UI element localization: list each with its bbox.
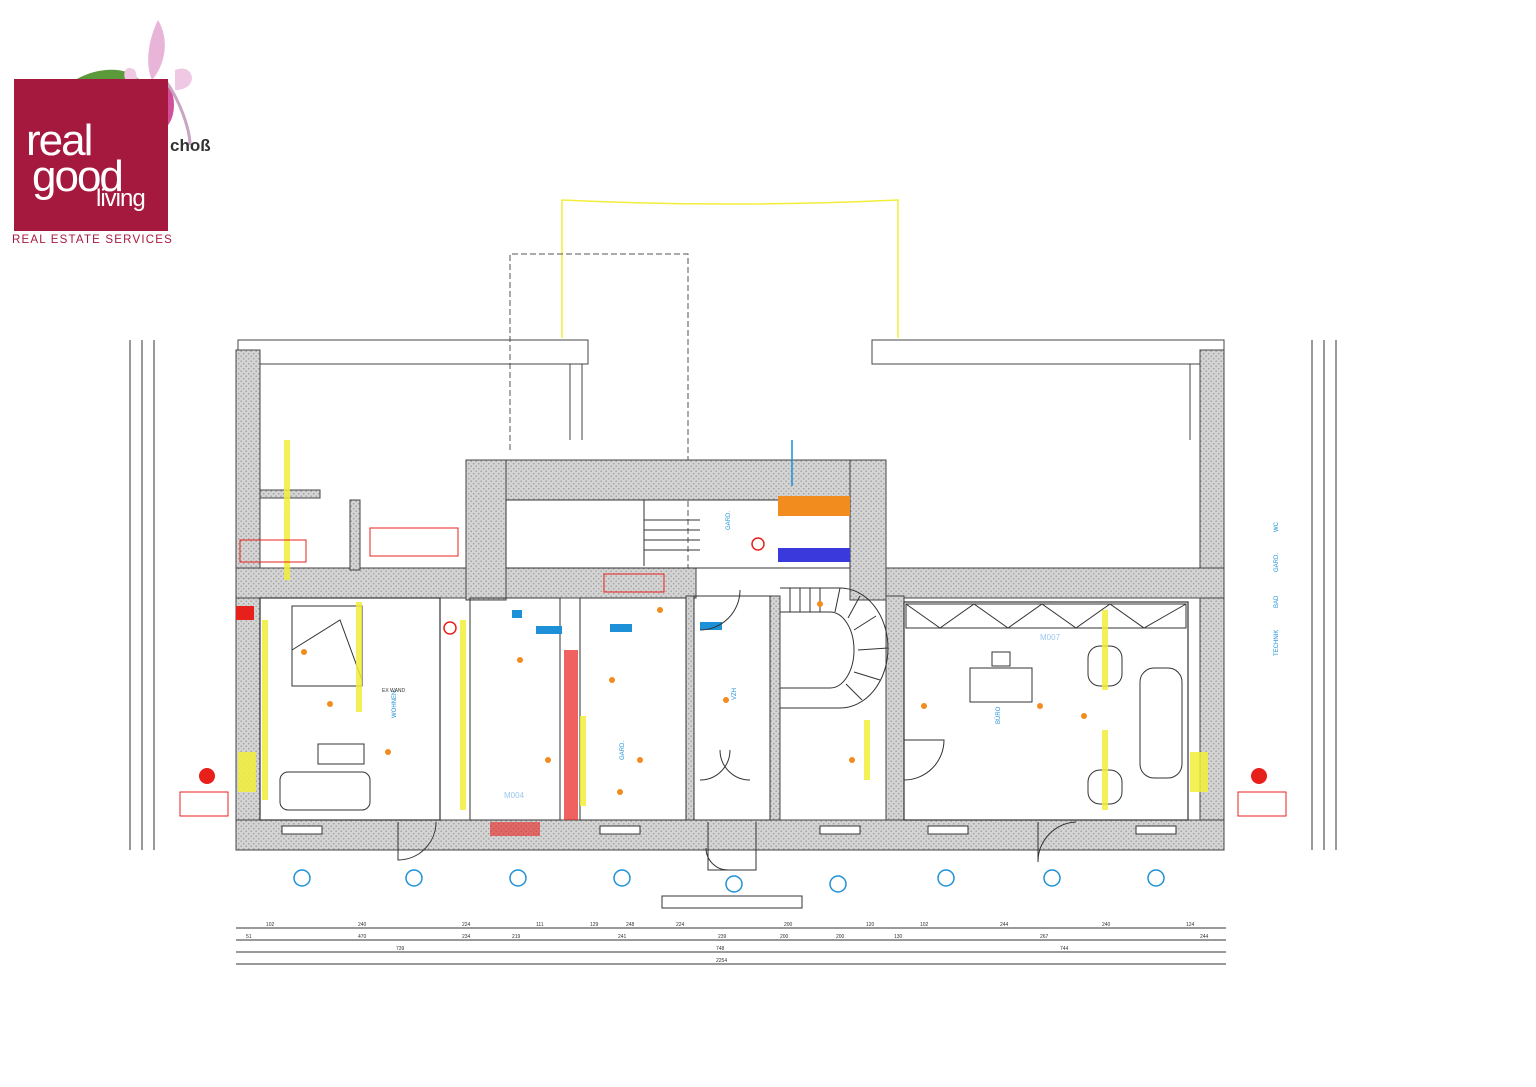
logo-box: real good living [14,79,168,231]
logo-suffix: choß [170,136,211,155]
horizontal-dims [236,927,1226,965]
dim-r2-10: 244 [1200,934,1209,940]
logo-word-good: good [32,152,124,201]
windows [281,825,1177,835]
side-room-technik: TECHNIK [1274,630,1280,656]
wall-inner-4 [885,595,905,821]
room-blue-bar [778,548,850,562]
dim-r2-4: 241 [618,934,627,940]
wall-stair-block [465,459,887,501]
dim-r1-8: 120 [866,922,875,928]
dim-r2-5: 239 [718,934,727,940]
dim-r3-1: 748 [716,946,725,952]
shelf-top [905,603,1187,629]
doors [397,589,1077,871]
dim-r1-5: 248 [626,922,635,928]
dim-r1-3: 111 [536,922,544,928]
dims-row2: 51 470 234 219 241 239 200 200 130 267 2… [246,934,1209,940]
red-markers [179,527,1287,836]
dashed-outline [509,253,689,590]
dim-r1-10: 244 [1000,922,1009,928]
wall-inner-3 [685,595,695,821]
wall-inner-5 [769,595,781,821]
top-wall-right [871,339,1225,365]
sofa [279,771,371,811]
label-garo: GARD. [726,511,732,530]
label-vzh: VZH [732,688,738,700]
dim-r2-0: 51 [246,934,252,940]
sofa-right [1139,667,1183,779]
top-wall-left [237,339,589,365]
room-vzh [693,595,771,821]
section-markers [293,869,1165,893]
room-buero [903,601,1189,821]
dim-r1-4: 129 [590,922,599,928]
dim-r2-6: 200 [780,934,789,940]
room-wohnen [259,597,441,821]
wall-stair-right [849,459,887,601]
room-red-partition [564,650,578,820]
dim-r1-7: 200 [784,922,793,928]
room-orange-top [778,496,850,516]
room-stair-core [505,499,851,569]
blue-markers [512,440,793,634]
dim-r1-12: 124 [1186,922,1195,928]
yellow-outline [561,199,899,338]
vertical-dims [129,340,1337,850]
logo-word-real: real [26,116,93,165]
side-room-gard: GARD. [1274,553,1280,572]
side-room-wc: WC [1274,521,1280,532]
dim-r2-9: 267 [1040,934,1049,940]
label-buero: BÜRO [995,706,1002,724]
bed [291,605,363,687]
dim-r2-7: 200 [836,934,845,940]
room-bad [469,597,561,821]
straight-stair [643,500,700,566]
logo-tagline: REAL ESTATE SERVICES [12,234,173,246]
orange-markers [301,601,1087,795]
label-gard: GARD. [620,741,626,760]
dim-r1-0: 102 [266,922,275,928]
yellow-annotations [238,440,1208,810]
dim-r1-11: 240 [1102,922,1111,928]
dim-r1-1: 240 [358,922,367,928]
dim-r2-8: 130 [894,934,903,940]
wall-middle-right [885,567,1225,599]
dim-r3-2: 744 [1060,946,1069,952]
logo-word-living: living [96,185,146,212]
table-wohnen [317,743,365,765]
dims-row1: 102 240 224 111 129 248 224 200 120 102 … [266,922,1195,928]
unit-label-m007: M007 [1040,633,1061,642]
spiral-stair [780,587,889,709]
wall-bottom [235,819,1225,851]
unit-label-m004: M004 [504,791,525,800]
label-wohnen: WOHNEN [392,691,398,718]
dim-r1-2: 224 [462,922,471,928]
dim-r2-2: 234 [462,934,471,940]
entry-step [661,895,803,909]
label-ex-wand: EX WAND [382,688,406,694]
wall-right [1199,349,1225,851]
chair [991,651,1011,667]
wall-stair-left [465,459,507,601]
dim-r3-0: 739 [396,946,405,952]
dim-r1-6: 224 [676,922,685,928]
dim-r1-9: 102 [920,922,929,928]
side-room-bad: BAD [1274,595,1280,608]
dim-total: 2254 [716,958,727,964]
room-gard [579,597,687,821]
desk [969,667,1033,703]
dim-r2-1: 470 [358,934,367,940]
dims-row3: 739 748 744 [396,946,1069,952]
wall-inner-2 [349,499,361,571]
dim-r2-3: 219 [512,934,521,940]
